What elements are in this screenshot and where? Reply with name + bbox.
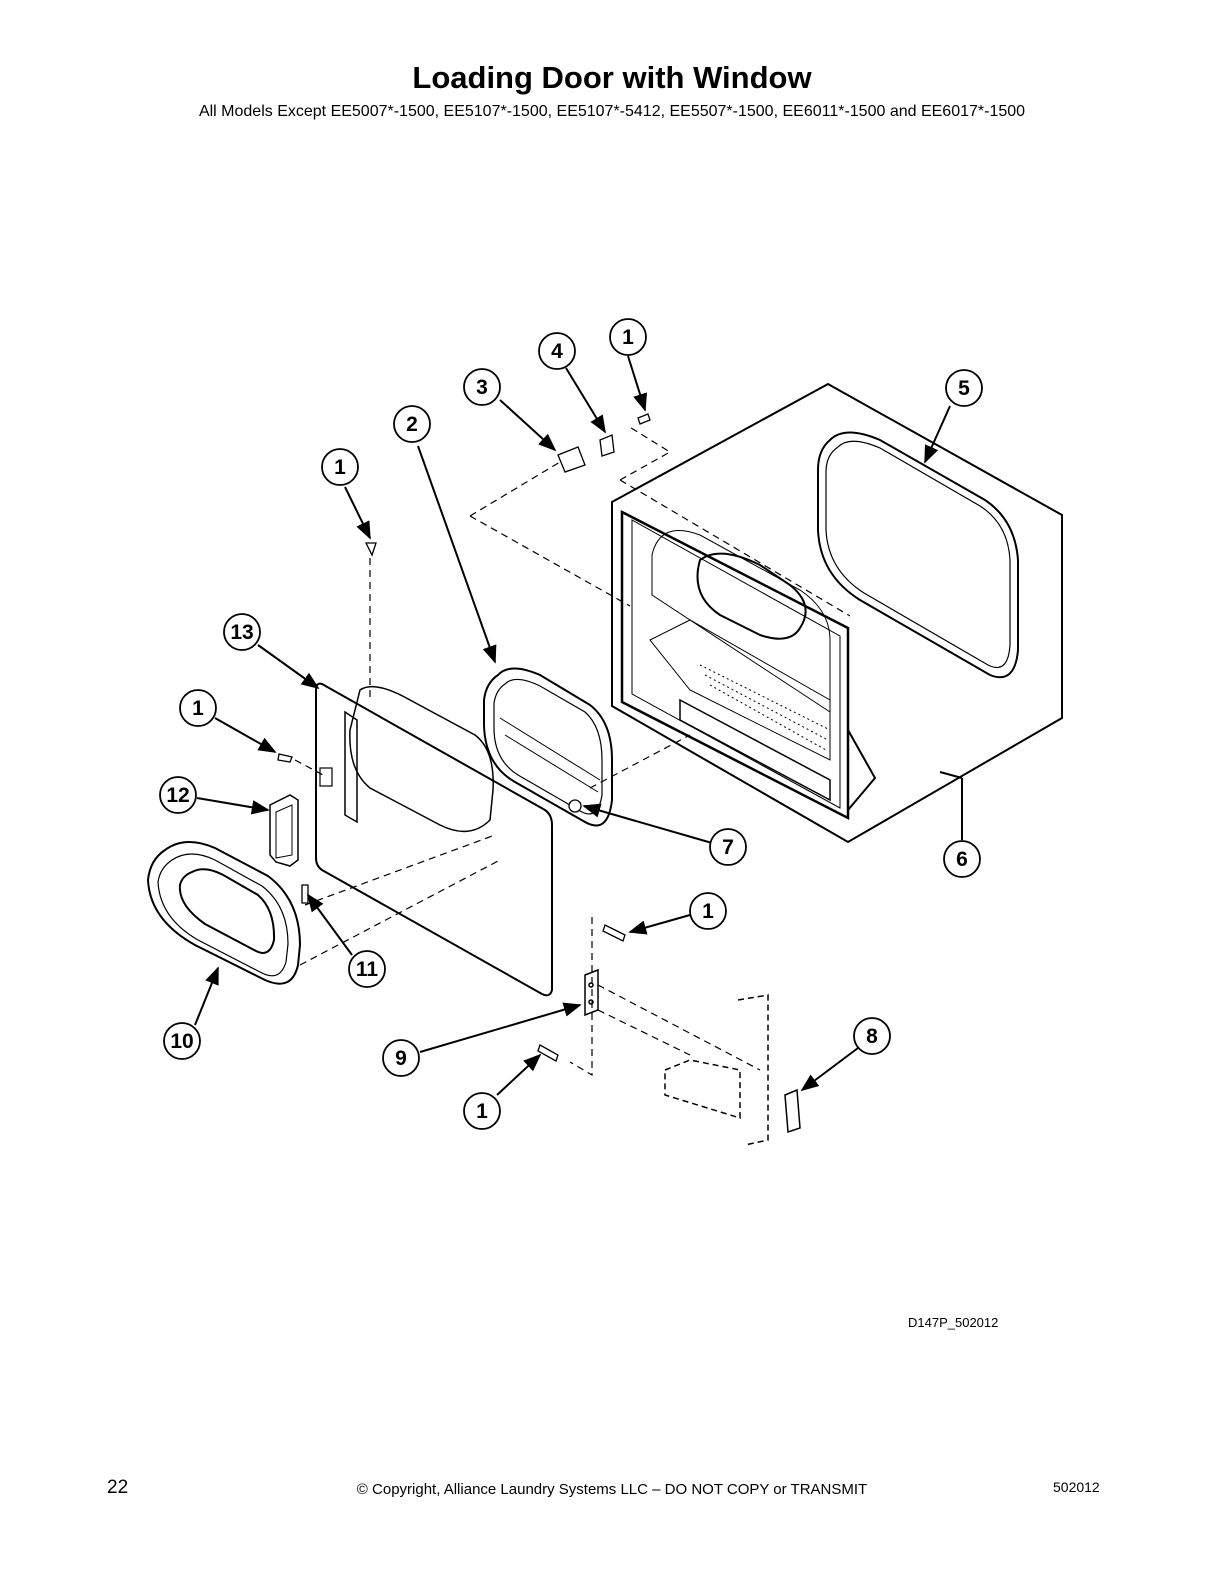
callout-label: 1 [476, 1100, 488, 1123]
page-number: 22 [107, 1477, 129, 1498]
callout-circle [382, 1039, 420, 1077]
screw-handle [277, 753, 293, 763]
callout-label: 4 [551, 340, 563, 363]
callout-circle [463, 368, 501, 406]
door-hardware [277, 413, 651, 1062]
callout-1: 1 [463, 1092, 501, 1130]
callout-circle [945, 369, 983, 407]
callout-10: 10 [163, 1022, 201, 1060]
callout-label: 7 [722, 836, 734, 859]
screw-hinge-lower [537, 1044, 559, 1062]
callout-label: 1 [622, 326, 634, 349]
callout-label: 13 [230, 621, 253, 644]
callout-circle [223, 613, 261, 651]
callout-label: 1 [334, 456, 346, 479]
callout-circle [179, 689, 217, 727]
callout-6: 6 [943, 840, 981, 878]
callout-circle [348, 950, 386, 988]
callout-label: 9 [395, 1047, 407, 1070]
callout-8: 8 [853, 1017, 891, 1055]
callout-label: 2 [406, 413, 418, 436]
page-title: Loading Door with Window [412, 60, 812, 95]
callout-circle [609, 318, 647, 356]
callout-1: 1 [609, 318, 647, 356]
callout-label: 11 [356, 958, 379, 981]
model-applicability-note: All Models Except EE5007*-1500, EE5107*-… [198, 103, 1026, 120]
callout-3: 3 [463, 368, 501, 406]
callout-5: 5 [945, 369, 983, 407]
door-bezel-part [146, 841, 302, 985]
callout-circle [943, 840, 981, 878]
nut-part [568, 799, 582, 813]
assembly-lines [294, 425, 851, 1077]
callout-1: 1 [179, 689, 217, 727]
callout-label: 6 [956, 848, 968, 871]
callout-label: 12 [166, 784, 189, 807]
callout-13: 13 [223, 613, 261, 651]
callout-circle [321, 448, 359, 486]
door-window-part [483, 667, 613, 827]
screw-hinge-upper [602, 924, 626, 942]
screw-top [637, 413, 651, 425]
door-handle-part [269, 794, 299, 867]
screw-bezel [301, 884, 309, 904]
callout-circle [538, 332, 576, 370]
drawing-id: D147P_502012 [908, 1315, 999, 1330]
callout-2: 2 [393, 405, 431, 443]
callout-circle [463, 1092, 501, 1130]
callout-circle [159, 776, 197, 814]
copyright-notice: © Copyright, Alliance Laundry Systems LL… [356, 1481, 868, 1498]
callout-4: 4 [538, 332, 576, 370]
leader-lines [194, 355, 963, 1096]
door-frame-part [611, 382, 1063, 844]
callout-circle [853, 1017, 891, 1055]
callout-circle [393, 405, 431, 443]
callout-label: 1 [702, 900, 714, 923]
callout-label: 8 [866, 1025, 878, 1048]
callout-1: 1 [689, 892, 727, 930]
callout-circle [163, 1022, 201, 1060]
catch-clip-part [599, 434, 615, 457]
callout-circle [689, 892, 727, 930]
callout-11: 11 [348, 950, 386, 988]
strike-bracket [664, 994, 801, 1146]
window-gasket-part [817, 431, 1019, 679]
document-number: 502012 [1053, 1479, 1100, 1495]
callout-circle [709, 828, 747, 866]
callout-12: 12 [159, 776, 197, 814]
screw-panel-top [364, 542, 377, 557]
door-catch-part [557, 446, 586, 473]
callout-label: 5 [958, 377, 970, 400]
callout-label: 3 [476, 376, 488, 399]
callout-label: 10 [170, 1030, 193, 1053]
callout-9: 9 [382, 1039, 420, 1077]
callout-7: 7 [709, 828, 747, 866]
callout-1: 1 [321, 448, 359, 486]
callout-label: 1 [192, 697, 204, 720]
